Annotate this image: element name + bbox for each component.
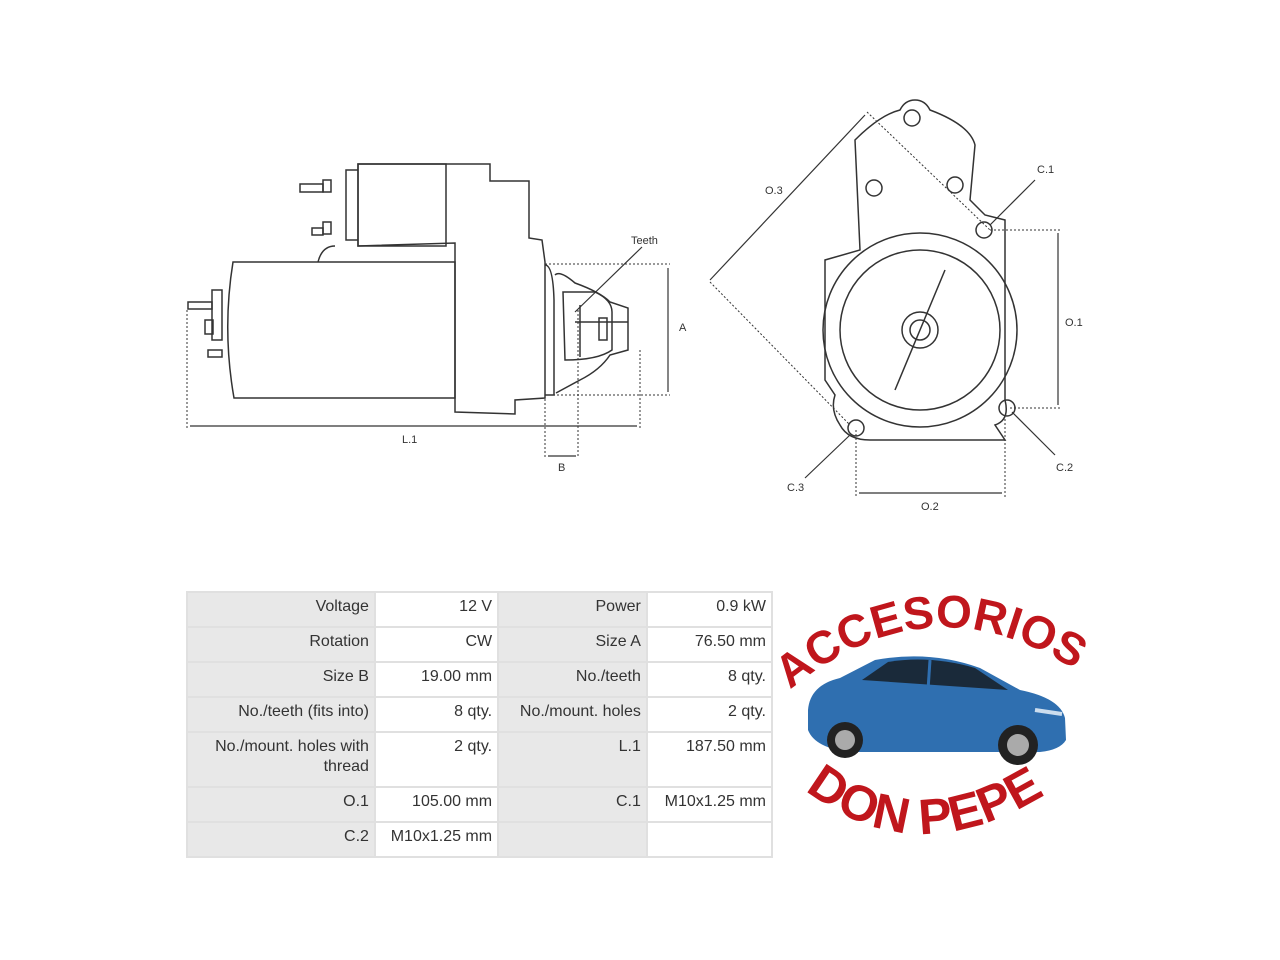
spec-value: CW [373, 626, 500, 663]
table-row: No./teeth (fits into)8 qty.No./mount. ho… [186, 696, 774, 733]
spec-value: 2 qty. [373, 731, 500, 788]
spec-label: Size A [497, 626, 648, 663]
spec-value: 19.00 mm [373, 661, 500, 698]
spec-label: Voltage [186, 591, 376, 628]
spec-value: M10x1.25 mm [645, 786, 774, 823]
dimension-c3-label: C.3 [787, 482, 804, 494]
spec-label: No./teeth (fits into) [186, 696, 376, 733]
dimension-c2-label: C.2 [1056, 462, 1073, 474]
starter-front-view [822, 99, 1018, 441]
spec-label: O.1 [186, 786, 376, 823]
dimension-c1-label: C.1 [1037, 164, 1054, 176]
spec-value [645, 821, 774, 858]
dimension-l1-label: L.1 [402, 434, 417, 446]
spec-label: No./mount. holes with thread [186, 731, 376, 788]
spec-label: No./mount. holes [497, 696, 648, 733]
starter-side-view-diagram: Teeth A B L.1 O.3 C.1 O.1 C.2 C.3 O.2 [186, 99, 1083, 513]
dimension-o2-label: O.2 [921, 501, 939, 513]
spec-label: Power [497, 591, 648, 628]
car-image [808, 656, 1066, 765]
spec-value: M10x1.25 mm [373, 821, 500, 858]
accesorios-don-pepe-logo: ACCESORIOS DON PEPE [770, 590, 1096, 846]
teeth-label: Teeth [631, 235, 658, 247]
dimension-o3-label: O.3 [765, 185, 783, 197]
spec-value: 76.50 mm [645, 626, 774, 663]
spec-label: C.1 [497, 786, 648, 823]
spec-value: 8 qty. [645, 661, 774, 698]
spec-label: No./teeth [497, 661, 648, 698]
dimension-o1-label: O.1 [1065, 317, 1083, 329]
spec-label [497, 821, 648, 858]
spec-value: 8 qty. [373, 696, 500, 733]
logo-bottom-text: DON PEPE [798, 753, 1050, 845]
spec-value: 12 V [373, 591, 500, 628]
spec-value: 0.9 kW [645, 591, 774, 628]
dimension-a-label: A [679, 322, 687, 334]
spec-value: 2 qty. [645, 696, 774, 733]
spec-label: C.2 [186, 821, 376, 858]
spec-label: Rotation [186, 626, 376, 663]
spec-value: 187.50 mm [645, 731, 774, 788]
spec-label: L.1 [497, 731, 648, 788]
dimension-b-label: B [558, 462, 565, 474]
spec-label: Size B [186, 661, 376, 698]
spec-value: 105.00 mm [373, 786, 500, 823]
